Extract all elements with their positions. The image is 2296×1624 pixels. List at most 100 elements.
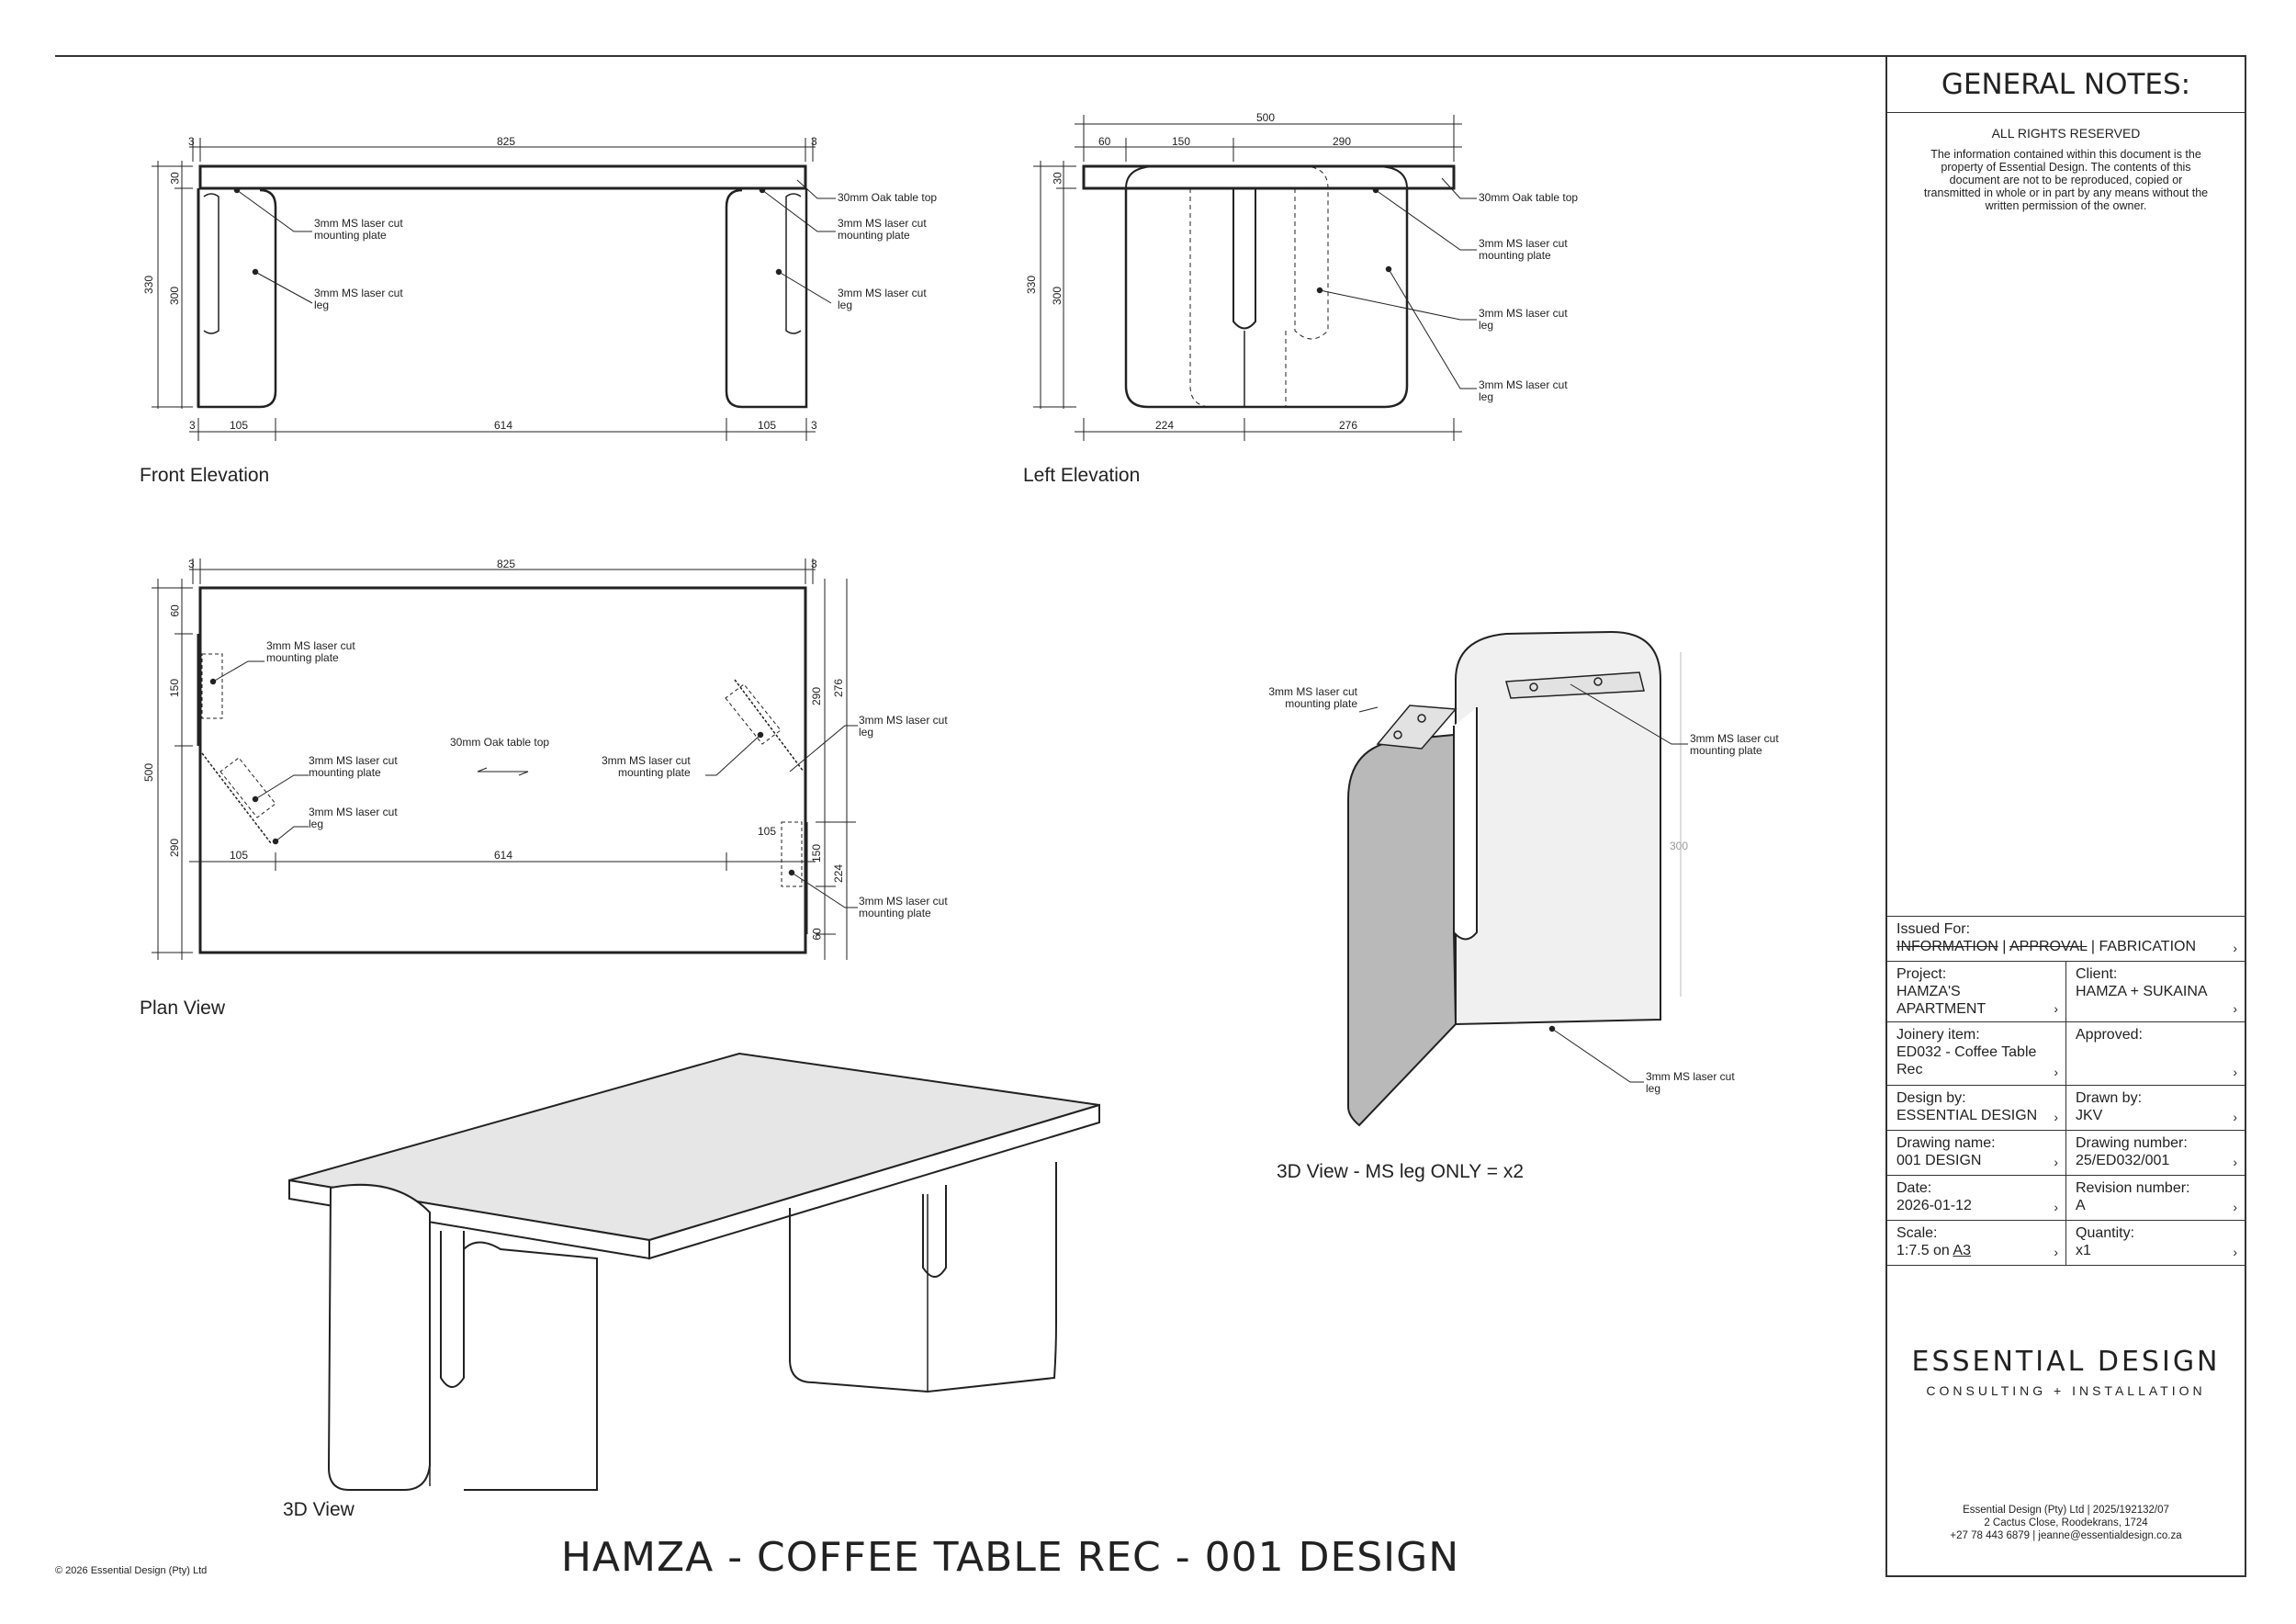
leg-3d-drawing — [1347, 630, 1688, 1127]
dim-300: 300 — [1051, 286, 1064, 306]
joinery-approved-row: Joinery item: ED032 - Coffee Table Rec ›… — [1887, 1021, 2245, 1085]
drawing-number-value: 25/ED032/001 — [2076, 1153, 2170, 1168]
brand-tagline: CONSULTING + INSTALLATION — [1926, 1383, 2206, 1398]
revision-cell[interactable]: Revision number: A › — [2065, 1176, 2245, 1220]
scale-quantity-row: Scale: 1:7.5 on A3 › Quantity: x1 › — [1887, 1220, 2245, 1266]
dim-614: 614 — [494, 849, 513, 862]
project-label: Project: — [1896, 966, 1947, 982]
date-cell[interactable]: Date: 2026-01-12 › — [1887, 1176, 2065, 1220]
dim-150: 150 — [168, 678, 182, 698]
approved-label: Approved: — [2076, 1027, 2143, 1043]
front-elevation-drawing — [152, 138, 836, 441]
drawing-canvas — [152, 115, 1688, 1491]
design-by-cell[interactable]: Design by: ESSENTIAL DESIGN › — [1887, 1086, 2065, 1130]
project-cell[interactable]: Project: HAMZA'S APARTMENT › — [1887, 962, 2065, 1021]
revision-label: Revision number: — [2076, 1180, 2190, 1196]
dim-330: 330 — [142, 275, 156, 295]
dim-276: 276 — [832, 678, 846, 698]
project-value: HAMZA'S APARTMENT — [1896, 984, 1986, 1017]
dim-290: 290 — [1333, 135, 1352, 148]
copyright: © 2026 Essential Design (Pty) Ltd — [55, 1565, 208, 1576]
client-value: HAMZA + SUKAINA — [2076, 984, 2208, 999]
chevron-right-icon: › — [2054, 1110, 2058, 1124]
company-contact: +27 78 443 6879 | jeanne@essentialdesign… — [1950, 1530, 2182, 1541]
table-3d-drawing — [288, 1052, 1100, 1491]
dim-3: 3 — [188, 135, 195, 148]
scale-cell[interactable]: Scale: 1:7.5 on A3 › — [1887, 1221, 2065, 1265]
revision-value: A — [2076, 1198, 2086, 1213]
joinery-value: ED032 - Coffee Table Rec — [1896, 1044, 2037, 1077]
approved-cell[interactable]: Approved: › — [2065, 1022, 2245, 1085]
dim-290: 290 — [168, 838, 182, 858]
title-block-grid: Issued For: INFORMATION | APPROVAL | FAB… — [1887, 916, 2245, 1266]
dim-105: 105 — [758, 825, 777, 838]
chevron-right-icon: › — [2054, 1200, 2058, 1214]
scale-label: Scale: — [1896, 1225, 1938, 1241]
dim-105: 105 — [230, 419, 249, 432]
dim-3: 3 — [188, 558, 195, 570]
dim-150: 150 — [810, 843, 824, 863]
chevron-right-icon: › — [2233, 1155, 2237, 1169]
chevron-right-icon: › — [2054, 1245, 2058, 1259]
dim-105: 105 — [230, 849, 249, 862]
dim-105: 105 — [758, 419, 777, 432]
client-label: Client: — [2076, 966, 2118, 982]
top-border-line — [55, 55, 1885, 57]
dim-500: 500 — [1256, 111, 1276, 124]
dim-224: 224 — [832, 863, 846, 884]
chevron-right-icon: › — [2054, 1155, 2058, 1169]
chevron-right-icon: › — [2233, 1065, 2237, 1079]
quantity-value: x1 — [2076, 1243, 2091, 1258]
label-left-elevation: Left Elevation — [1023, 465, 1141, 486]
chevron-right-icon: › — [2233, 941, 2237, 955]
design-by-value: ESSENTIAL DESIGN — [1896, 1108, 2038, 1123]
scale-ratio: 1:7.5 on — [1896, 1243, 1953, 1258]
drawing-number-cell[interactable]: Drawing number: 25/ED032/001 › — [2065, 1131, 2245, 1175]
plan-view-drawing — [152, 558, 858, 960]
dim-300: 300 — [1670, 840, 1689, 852]
drawn-by-cell[interactable]: Drawn by: JKV › — [2065, 1086, 2245, 1130]
dim-614: 614 — [494, 419, 513, 432]
general-notes-text: The information contained within this do… — [1923, 148, 2209, 212]
callout-oak-top: 30mm Oak table top — [450, 736, 550, 749]
callout-oak-top: 30mm Oak table top — [1479, 191, 1579, 204]
drawing-name-label: Drawing name: — [1896, 1135, 1996, 1151]
date-revision-row: Date: 2026-01-12 › Revision number: A › — [1887, 1175, 2245, 1220]
dim-3: 3 — [811, 419, 817, 432]
chevron-right-icon: › — [2233, 1200, 2237, 1214]
drawn-by-label: Drawn by: — [2076, 1090, 2143, 1106]
client-cell[interactable]: Client: HAMZA + SUKAINA › — [2065, 962, 2245, 1021]
quantity-label: Quantity: — [2076, 1225, 2135, 1241]
joinery-cell[interactable]: Joinery item: ED032 - Coffee Table Rec › — [1887, 1022, 2065, 1085]
dim-60: 60 — [810, 928, 824, 941]
dim-60: 60 — [1098, 135, 1111, 148]
label-3d-view: 3D View — [283, 1499, 355, 1520]
brand-block: ESSENTIAL DESIGN CONSULTING + INSTALLATI… — [1887, 1338, 2245, 1398]
general-notes-heading: GENERAL NOTES: — [1887, 57, 2245, 113]
drawing-name-cell[interactable]: Drawing name: 001 DESIGN › — [1887, 1131, 2065, 1175]
joinery-label: Joinery item: — [1896, 1027, 1980, 1043]
company-registration: Essential Design (Pty) Ltd | 2025/192132… — [1963, 1505, 2169, 1516]
dim-300: 300 — [168, 286, 182, 306]
dim-3: 3 — [189, 419, 196, 432]
quantity-cell[interactable]: Quantity: x1 › — [2065, 1221, 2245, 1265]
label-3d-leg-view: 3D View - MS leg ONLY = x2 — [1277, 1161, 1525, 1182]
dim-276: 276 — [1339, 419, 1358, 432]
drawn-by-value: JKV — [2076, 1108, 2103, 1123]
issued-for-cell[interactable]: Issued For: INFORMATION | APPROVAL | FAB… — [1887, 917, 2245, 961]
issued-for-row: Issued For: INFORMATION | APPROVAL | FAB… — [1887, 916, 2245, 961]
label-front-elevation: Front Elevation — [140, 465, 270, 486]
